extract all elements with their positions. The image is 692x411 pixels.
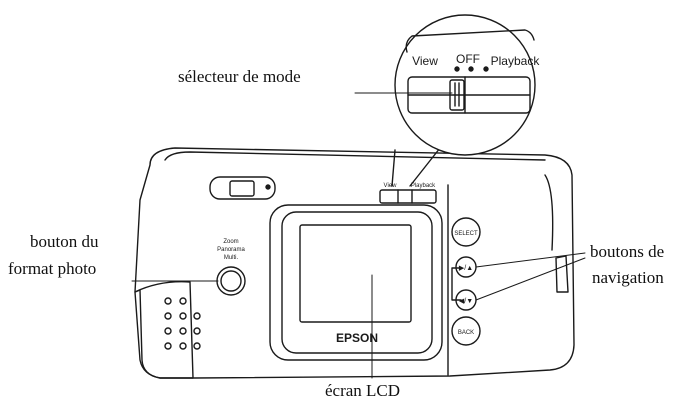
label-nav-buttons-line2: navigation <box>592 268 664 287</box>
label-lcd-screen: écran LCD <box>325 381 401 400</box>
mode-switch-slider[interactable] <box>449 79 465 111</box>
small-switch-label-playback: Playback <box>411 183 436 189</box>
format-mode-zoom: Zoom <box>223 239 238 245</box>
nav-up-symbol: ▶/▲ <box>459 265 473 272</box>
mode-switch-small-slot <box>397 189 413 204</box>
label-photo-format-line1: bouton du <box>30 232 99 251</box>
switch-label-playback: Playback <box>491 54 541 68</box>
viewfinder-housing <box>209 176 276 200</box>
magnifier-pointer <box>391 147 441 187</box>
lcd-frame-inner <box>281 211 433 354</box>
mode-switch-small <box>379 189 437 204</box>
photo-format-button-inner <box>220 270 242 292</box>
select-button[interactable] <box>451 217 481 247</box>
right-body-crease <box>544 174 554 251</box>
brand-logo: EPSON <box>336 331 378 345</box>
mode-switch-slider-grip <box>454 82 460 107</box>
indicator-led <box>265 184 271 190</box>
strap-lug <box>555 255 569 293</box>
switch-dot-playback <box>483 66 489 72</box>
viewfinder-window <box>229 180 255 197</box>
lcd-frame <box>269 204 443 361</box>
switch-dot-off <box>468 66 474 72</box>
format-mode-panorama: Panorama <box>217 247 245 253</box>
lcd-screen <box>299 224 412 323</box>
switch-label-view: View <box>412 54 438 68</box>
label-photo-format-line2: format photo <box>8 259 97 278</box>
magnifier-body-edge <box>405 29 535 53</box>
label-nav-buttons-line1: boutons de <box>590 242 665 261</box>
camera-top-edge <box>164 151 546 161</box>
nav-down-symbol: ◀/▼ <box>459 298 473 305</box>
select-button-label: SELECT <box>454 231 478 237</box>
format-mode-multi: Multi. <box>224 255 239 261</box>
switch-label-off: OFF <box>456 52 480 66</box>
label-mode-selector: sélecteur de mode <box>178 67 301 86</box>
back-button-label: BACK <box>458 330 474 336</box>
switch-dot-view <box>454 66 460 72</box>
small-switch-label-view: View <box>384 183 398 189</box>
back-button[interactable] <box>451 316 481 346</box>
grip-panel <box>134 281 194 379</box>
speaker-holes <box>164 297 201 350</box>
leader-nav-buttons <box>475 252 586 301</box>
